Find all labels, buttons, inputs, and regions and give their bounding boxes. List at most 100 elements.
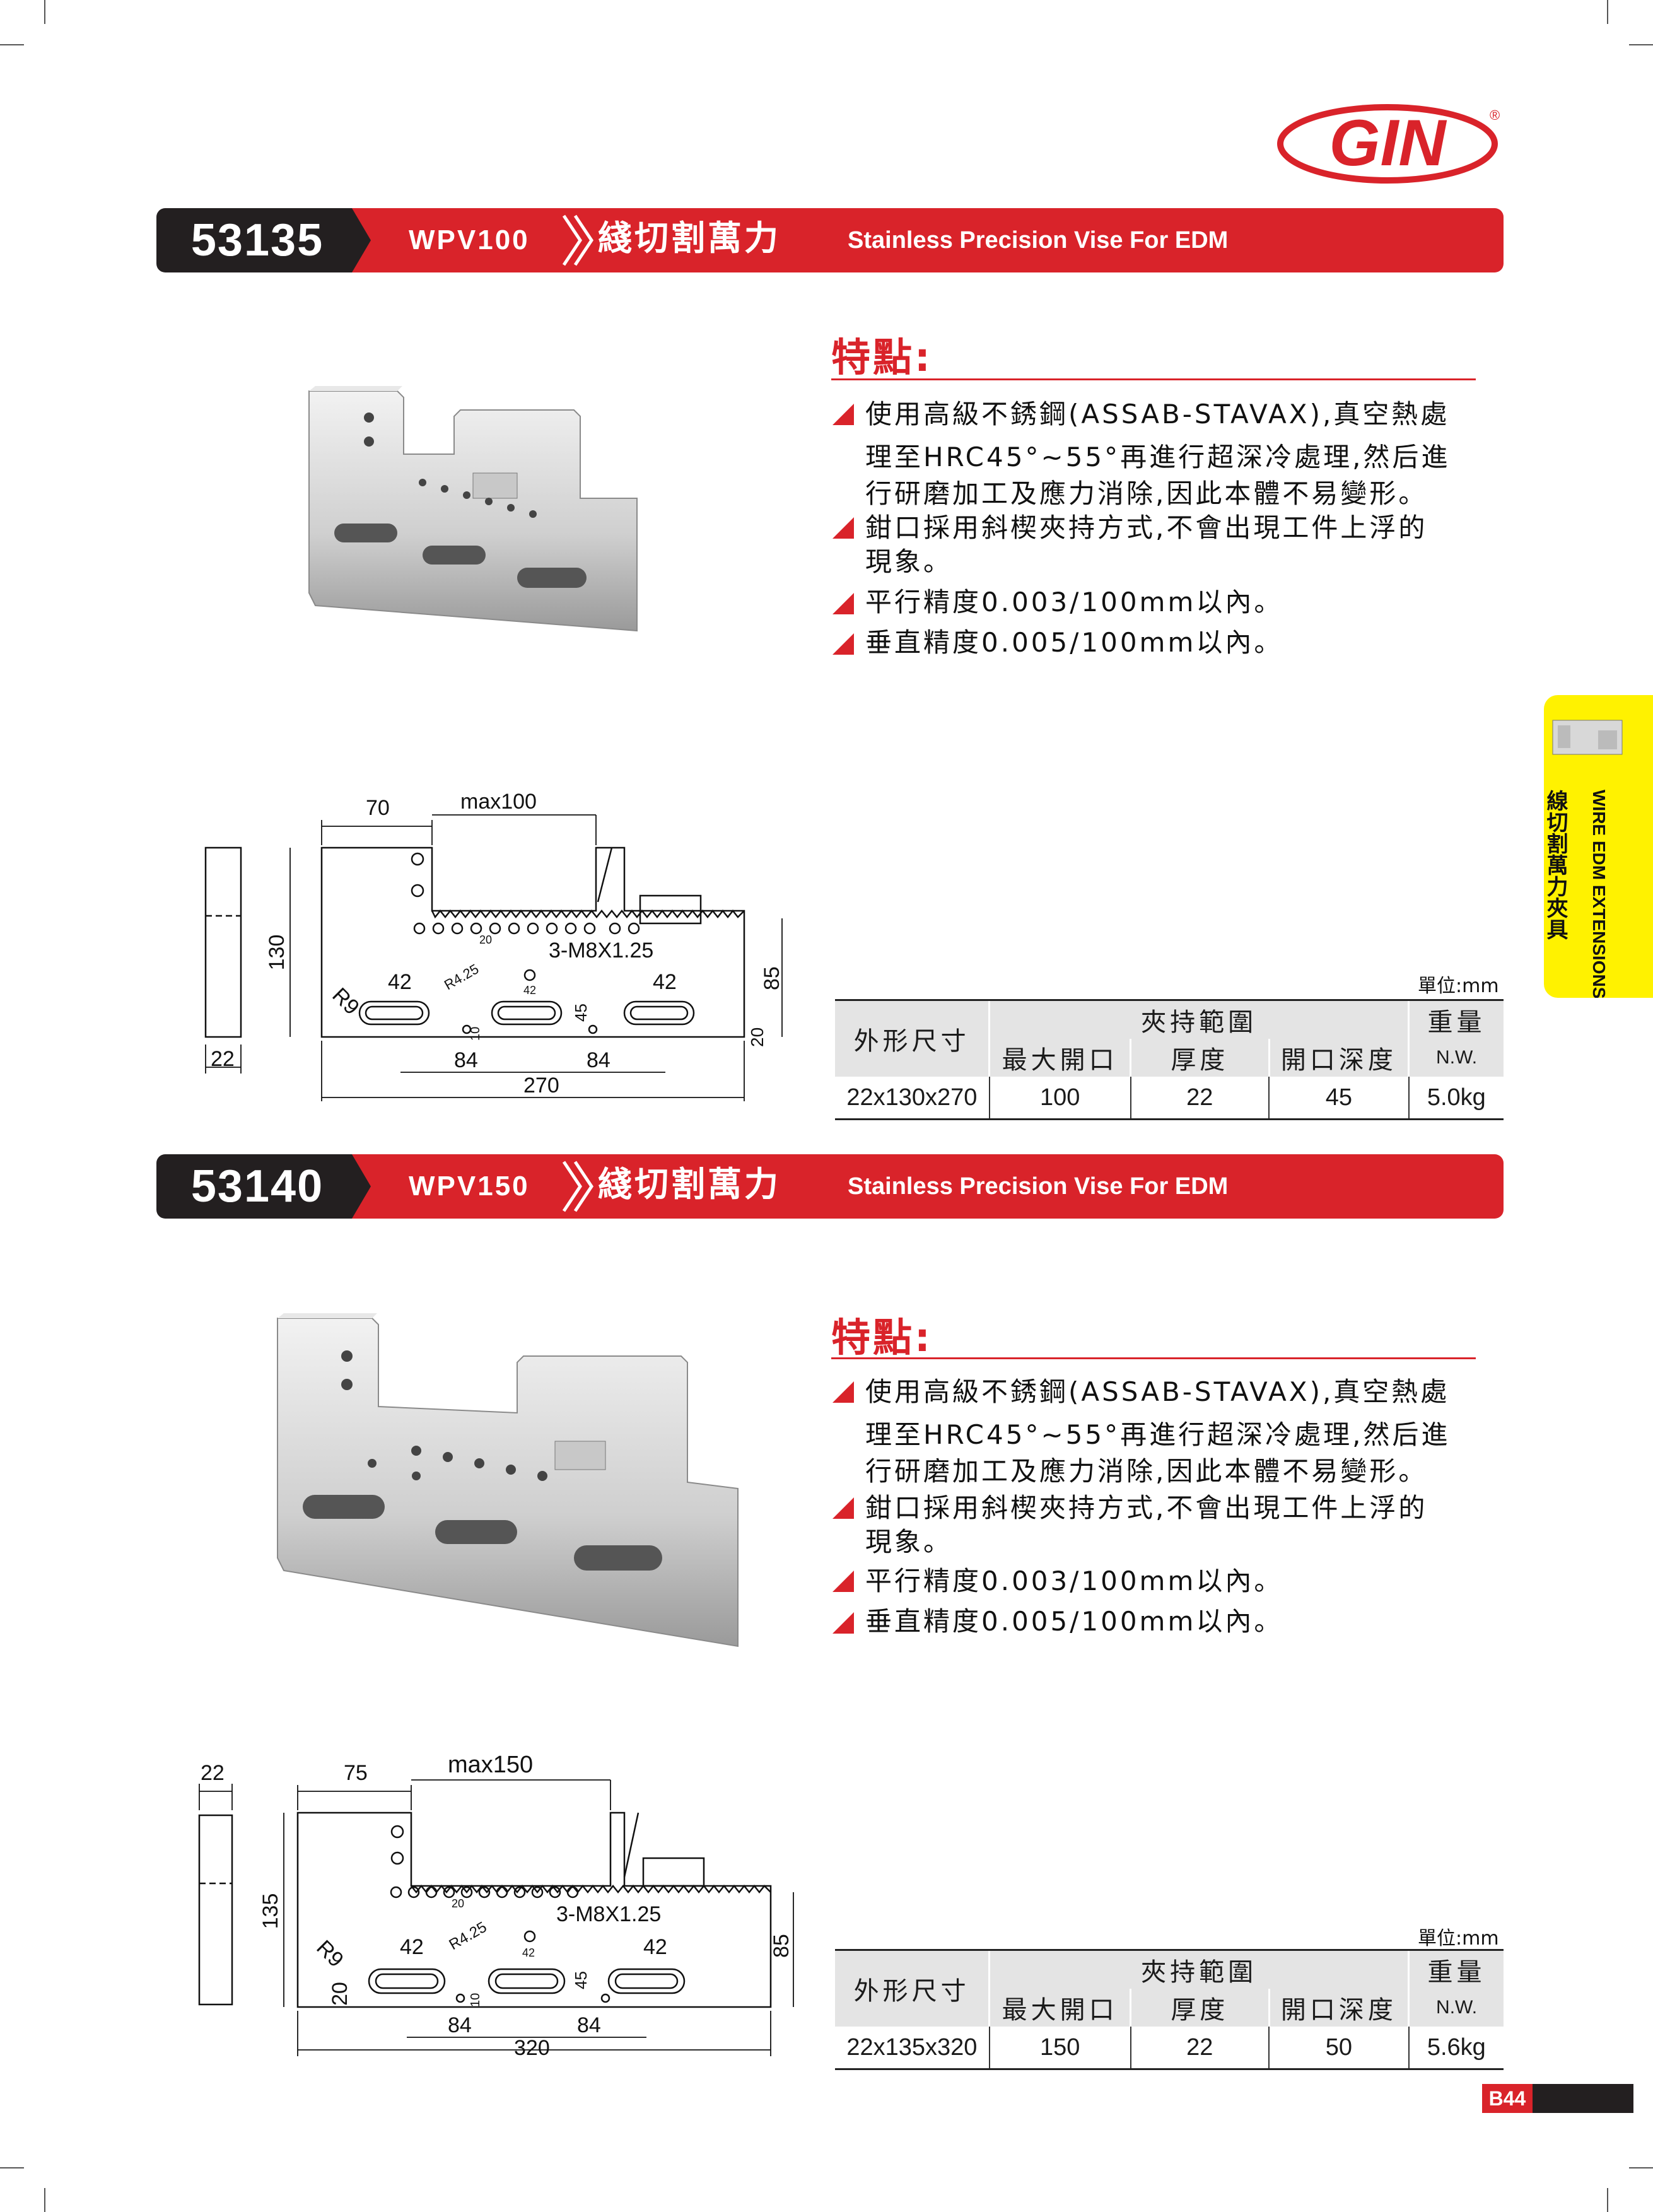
dim-45: 45: [571, 1971, 590, 1989]
dim-height: 135: [259, 1893, 283, 1929]
feature-line: 平行精度0.003/100mm以內。: [865, 587, 1283, 617]
crop-mark: [1629, 2167, 1653, 2168]
dim-height: 130: [265, 935, 289, 971]
feature-line: 理至HRC45°~55°再進行超深冷處理,然后進: [865, 442, 1451, 472]
dim-pitch: 20: [452, 1897, 464, 1910]
crop-mark: [1607, 0, 1608, 24]
product-code: 53135: [190, 215, 324, 266]
col-size: 外形尺寸: [835, 1949, 990, 2027]
dim-thickness: 22: [201, 1761, 225, 1785]
title-en: Stainless Precision Vise For EDM: [848, 227, 1229, 254]
dim-span-b: 84: [587, 1048, 610, 1072]
dim-slot-mid: 42: [522, 1946, 535, 1959]
dim-slot-len: 42: [653, 970, 677, 994]
spec-weight: 5.0kg: [1408, 1077, 1504, 1120]
dim-pitch: 20: [479, 933, 492, 946]
spec-table: 外形尺寸 夾持範圍 重量 最大開口 厚度 開口深度 N.W. 22x130x27…: [835, 999, 1504, 1120]
dim-r-small: R4.25: [447, 1919, 490, 1953]
spec-table: 外形尺寸 夾持範圍 重量 最大開口 厚度 開口深度 N.W. 22x135x32…: [835, 1949, 1504, 2070]
bullet-icon: [832, 633, 854, 655]
title-en: Stainless Precision Vise For EDM: [848, 1173, 1229, 1200]
dim-85: 85: [760, 966, 784, 990]
dim-10: 10: [469, 1027, 482, 1041]
bullet-icon: [832, 1612, 854, 1634]
features-title: 特點:: [831, 1314, 933, 1361]
features-divider: [831, 1357, 1476, 1359]
technical-drawing: 75 max150 135 22 3-M8X1.25 20 R9 R4.25 4…: [198, 1752, 794, 2060]
spec-depth: 45: [1268, 1077, 1409, 1120]
crop-mark: [44, 2188, 45, 2212]
spec-thickness: 22: [1130, 1077, 1270, 1120]
spec-size: 22x135x320: [835, 2027, 990, 2070]
category-side-tab[interactable]: WIRE EDM EXTENSIONS CLAMP 線切割萬力夾具: [1543, 695, 1653, 1067]
dim-length: 270: [523, 1074, 559, 1097]
dim-10: 10: [469, 1993, 482, 2007]
col-weight: 重量: [1408, 1949, 1504, 1989]
features-divider: [831, 378, 1476, 380]
unit-label: 單位:mm: [1418, 1928, 1499, 1950]
crop-mark: [0, 44, 24, 45]
brand-logo: GIN ®: [1268, 95, 1507, 189]
feature-line: 現象。: [865, 1526, 953, 1557]
dim-slot-mid: 42: [523, 984, 536, 997]
col-weight: 重量: [1408, 999, 1504, 1039]
features-title: 特點:: [831, 334, 933, 380]
crop-mark: [0, 2167, 24, 2168]
dim-slot-len: 42: [643, 1935, 667, 1959]
feature-line: 使用高級不銹鋼(ASSAB-STAVAX),真空熱處: [865, 399, 1450, 430]
col-nw: N.W.: [1408, 1039, 1504, 1077]
dim-offset: 70: [366, 796, 390, 820]
col-depth: 開口深度: [1268, 1039, 1409, 1077]
dim-r-small: R4.25: [441, 961, 481, 993]
product-photo: [308, 386, 638, 632]
feature-line: 鉗口採用斜楔夾持方式,不會出現工件上浮的: [865, 512, 1428, 543]
bullet-icon: [832, 404, 854, 425]
chevron-icon: [562, 214, 594, 266]
col-depth: 開口深度: [1268, 1989, 1409, 2027]
col-range: 夾持範圍: [988, 1949, 1409, 1989]
dim-span-b: 84: [577, 2013, 601, 2037]
feature-line: 理至HRC45°~55°再進行超深冷處理,然后進: [865, 1419, 1451, 1450]
product-header: 53135 WPV100 綫切割萬力 Stainless Precision V…: [156, 208, 1504, 272]
feature-line: 平行精度0.003/100mm以內。: [865, 1565, 1283, 1596]
col-range: 夾持範圍: [988, 999, 1409, 1039]
spec-max: 150: [988, 2027, 1131, 2070]
model-number: WPV100: [409, 225, 530, 255]
dim-slot-radius: R9: [312, 1936, 348, 1972]
dim-20: 20: [747, 1027, 767, 1047]
dim-85: 85: [769, 1934, 793, 1958]
col-max-opening: 最大開口: [988, 1989, 1131, 2027]
side-tab-zh: 線切割萬力夾具: [1544, 790, 1568, 940]
bullet-icon: [832, 1381, 854, 1403]
dim-slot-len: 42: [400, 1935, 424, 1959]
product-code: 53140: [190, 1161, 324, 1212]
model-number: WPV150: [409, 1171, 530, 1202]
dim-thread: 3-M8X1.25: [556, 1902, 661, 1926]
spec-weight: 5.6kg: [1408, 2027, 1504, 2070]
dim-45: 45: [571, 1004, 590, 1022]
product-header: 53140 WPV150 綫切割萬力 Stainless Precision V…: [156, 1154, 1504, 1219]
dim-max-opening: max150: [448, 1752, 533, 1778]
dim-offset: 75: [344, 1761, 368, 1785]
dim-span-a: 84: [454, 1048, 478, 1072]
feature-line: 垂直精度0.005/100mm以內。: [865, 627, 1283, 658]
feature-line: 現象。: [865, 546, 953, 577]
col-size: 外形尺寸: [835, 999, 990, 1077]
bullet-icon: [832, 1571, 854, 1592]
page-number: B44: [1482, 2084, 1533, 2113]
dim-span-a: 84: [448, 2013, 472, 2037]
technical-drawing: 70 max100 130 22 3-M8X1.25 20 R9 R4.25 4…: [204, 790, 784, 1101]
feature-line: 行研磨加工及應力消除,因此本體不易變形。: [865, 1456, 1428, 1487]
feature-line: 行研磨加工及應力消除,因此本體不易變形。: [865, 478, 1428, 509]
col-thickness: 厚度: [1130, 1039, 1270, 1077]
feature-line: 鉗口採用斜楔夾持方式,不會出現工件上浮的: [865, 1492, 1428, 1523]
spec-thickness: 22: [1130, 2027, 1270, 2070]
crop-mark: [1607, 2188, 1608, 2212]
chevron-icon: [562, 1161, 594, 1212]
bullet-icon: [832, 593, 854, 614]
unit-label: 單位:mm: [1418, 975, 1499, 997]
logo-text: GIN: [1329, 107, 1447, 180]
col-max-opening: 最大開口: [988, 1039, 1131, 1077]
dim-20: 20: [328, 1982, 352, 2006]
feature-line: 垂直精度0.005/100mm以內。: [865, 1606, 1283, 1637]
